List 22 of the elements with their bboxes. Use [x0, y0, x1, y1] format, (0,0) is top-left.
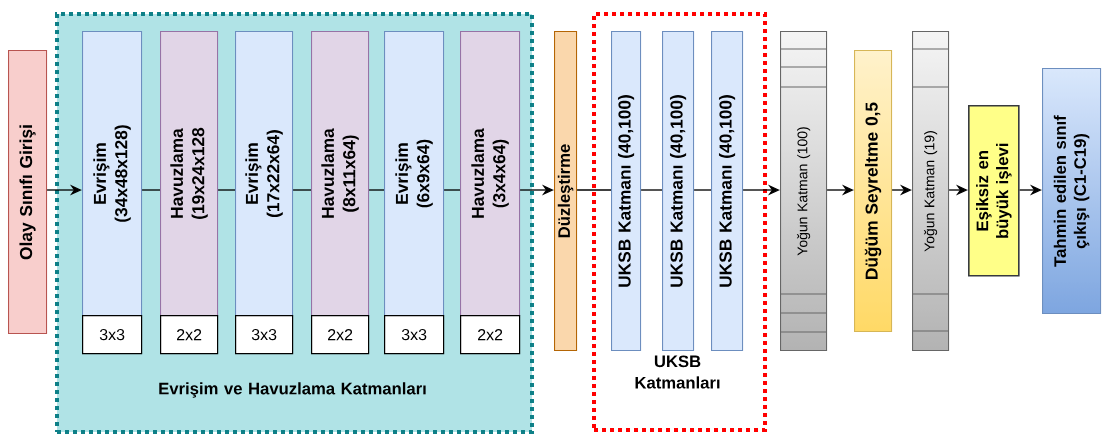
layer-box: UKSB Katmanı (40,100) — [711, 31, 744, 352]
kernel-size-box: 2x2 — [311, 315, 370, 355]
layer-box: Evrişim (34x48x128) — [82, 31, 143, 317]
output-box: Tahmin edilen sınıf çıkışı (C1-C19) — [1042, 68, 1102, 315]
dense-layer-box: Yoğun Katman (100) — [779, 31, 828, 352]
input-box: Olay Sınıfı Girişi — [8, 50, 48, 335]
softmax-box: Eşiksiz en büyük işlevi — [968, 105, 1020, 277]
dropout-box: Düğüm Seyreltme 0,5 — [854, 50, 893, 333]
layer-box: Havuzlama (19x24x128 — [160, 31, 219, 317]
kernel-size-box: 3x3 — [384, 315, 445, 355]
layer-box: Evrişim (17x22x64) — [235, 31, 294, 317]
layer-box: UKSB Katmanı (40,100) — [662, 31, 695, 352]
kernel-size-box: 2x2 — [460, 315, 521, 355]
layer-box: UKSB Katmanı (40,100) — [611, 31, 642, 352]
kernel-size-box: 2x2 — [160, 315, 219, 355]
layer-box: Havuzlama (3x4x64) — [460, 31, 521, 317]
layer-box: Havuzlama (8x11x64) — [311, 31, 370, 317]
flatten-box: Düzleştirme — [554, 31, 578, 352]
kernel-size-box: 3x3 — [82, 315, 143, 355]
dense-layer-box: Yoğun Katman (19) — [911, 31, 950, 352]
kernel-size-box: 3x3 — [235, 315, 294, 355]
layer-box: Evrişim (6x9x64) — [384, 31, 445, 317]
